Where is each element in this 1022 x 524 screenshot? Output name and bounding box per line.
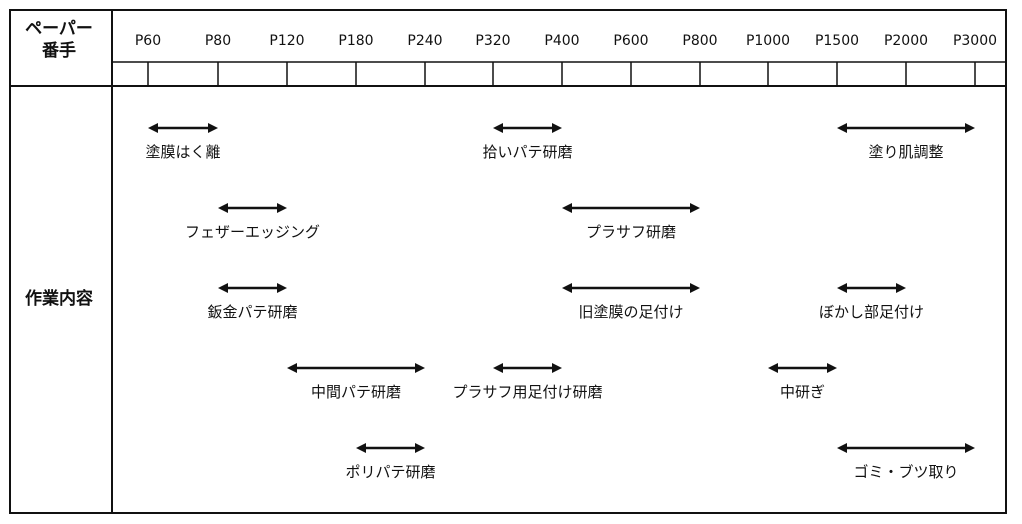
task-arrow-4 (562, 203, 700, 213)
grit-label-p60: P60 (134, 33, 162, 49)
grit-label-p120: P120 (269, 33, 305, 49)
arrow-head-left (837, 123, 847, 133)
task-label: 旧塗膜の足付け (578, 303, 684, 321)
task-label: 鈑金パテ研磨 (207, 303, 298, 321)
arrow-head-right (965, 123, 975, 133)
task-label: ゴミ・ブツ取り (853, 463, 959, 481)
grit-label-p400: P400 (544, 33, 580, 49)
grit-label-p800: P800 (682, 33, 718, 49)
task-arrow-6 (562, 283, 700, 293)
arrow-head-left (768, 363, 778, 373)
arrow-head-left (493, 363, 503, 373)
task-arrow-0 (148, 123, 218, 133)
arrow-head-left (837, 283, 847, 293)
grit-label-p180: P180 (338, 33, 374, 49)
task-arrow-12 (837, 443, 975, 453)
task-label: フェザーエッジング (184, 223, 321, 241)
grit-header-line1: ペーパー (25, 19, 93, 39)
arrow-head-right (277, 203, 287, 213)
task-label: 中間パテ研磨 (310, 383, 402, 401)
arrow-head-left (287, 363, 297, 373)
task-label: 拾いパテ研磨 (482, 143, 573, 161)
arrow-head-right (965, 443, 975, 453)
arrow-head-left (493, 123, 503, 133)
arrow-head-right (208, 123, 218, 133)
task-arrow-9 (493, 363, 562, 373)
task-label: 塗り肌調整 (868, 143, 944, 161)
grit-header-line2: 番手 (42, 41, 76, 61)
task-arrow-8 (287, 363, 425, 373)
task-arrow-7 (837, 283, 906, 293)
arrow-head-right (277, 283, 287, 293)
arrow-head-left (562, 283, 572, 293)
grit-label-p240: P240 (407, 33, 443, 49)
task-row-label: 作業内容 (25, 289, 93, 309)
task-arrows (148, 123, 975, 453)
arrow-head-right (690, 283, 700, 293)
arrow-head-left (837, 443, 847, 453)
arrow-head-left (218, 283, 228, 293)
task-arrow-2 (837, 123, 975, 133)
grit-ticks (147, 62, 976, 86)
arrow-head-left (356, 443, 366, 453)
grit-label-p600: P600 (613, 33, 649, 49)
task-arrow-3 (218, 203, 287, 213)
arrow-head-right (690, 203, 700, 213)
arrow-head-right (415, 443, 425, 453)
task-arrow-5 (218, 283, 287, 293)
task-arrow-11 (356, 443, 425, 453)
grit-label-p1000: P1000 (745, 33, 791, 49)
task-label: プラサフ研磨 (585, 223, 677, 241)
arrow-head-left (562, 203, 572, 213)
task-label: 中研ぎ (779, 383, 826, 401)
arrow-head-left (218, 203, 228, 213)
grit-label-p3000: P3000 (952, 33, 998, 49)
task-label: ぼかし部足付け (818, 303, 925, 321)
grit-label-p1500: P1500 (814, 33, 860, 49)
arrow-head-right (552, 123, 562, 133)
table-frame (9, 9, 1007, 514)
grit-label-p80: P80 (204, 33, 232, 49)
arrow-head-right (415, 363, 425, 373)
grit-header-label: ペーパー 番手 (10, 18, 108, 62)
outer-border (9, 9, 1007, 514)
arrow-head-right (552, 363, 562, 373)
arrow-head-right (896, 283, 906, 293)
task-arrow-1 (493, 123, 562, 133)
arrow-head-right (827, 363, 837, 373)
task-label: 塗膜はく離 (145, 143, 221, 161)
task-label: ポリパテ研磨 (345, 463, 436, 481)
arrow-head-left (148, 123, 158, 133)
grit-label-p320: P320 (475, 33, 511, 49)
task-arrow-10 (768, 363, 837, 373)
task-label: プラサフ用足付け研磨 (452, 383, 603, 401)
grit-label-p2000: P2000 (883, 33, 929, 49)
